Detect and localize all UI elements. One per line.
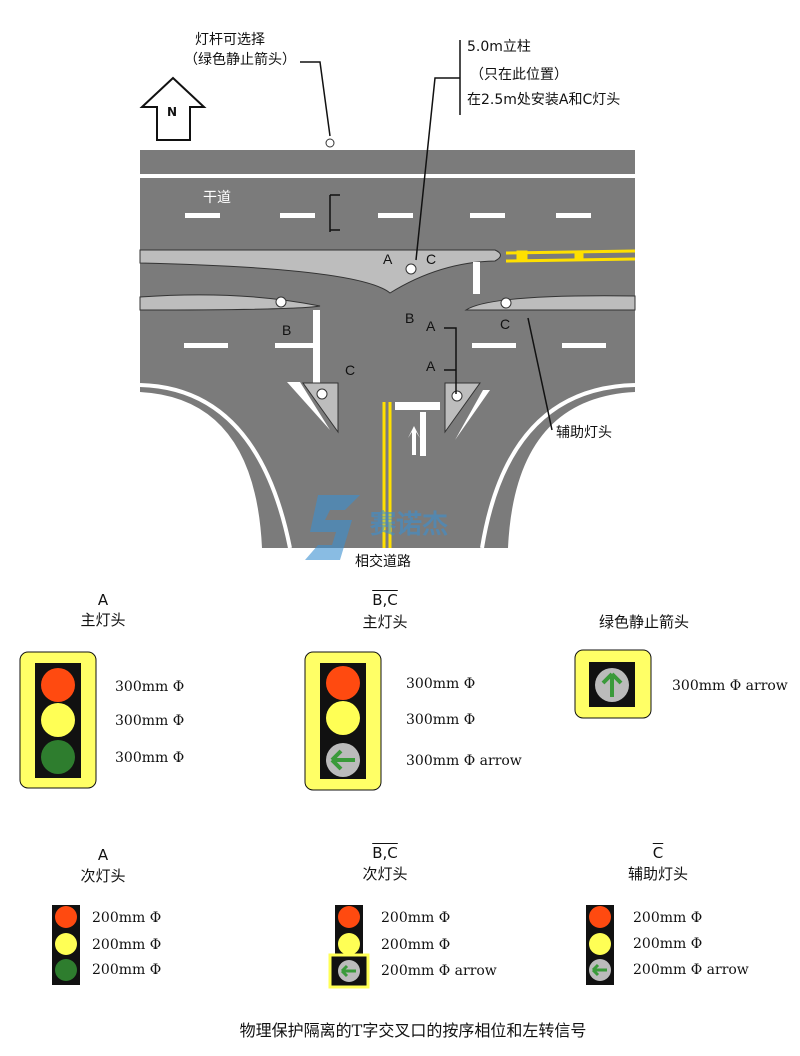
- signal-sec-a: [52, 905, 80, 985]
- red-lamp: [55, 906, 77, 928]
- left-arrow-icon: [340, 964, 356, 978]
- size-label: 200mm Φ: [92, 962, 162, 978]
- size-label: 200mm Φ: [381, 937, 451, 953]
- stop-line-east: [473, 262, 480, 294]
- signal-sec-bc: [328, 905, 370, 989]
- arrow-lamp: [595, 668, 629, 702]
- size-label: 300mm Φ arrow: [406, 753, 522, 769]
- post-label-3: 在2.5m处安装A和C灯头: [467, 92, 621, 108]
- size-label: 300mm Φ: [406, 712, 476, 728]
- size-label: 300mm Φ arrow: [672, 678, 788, 694]
- left-tri-island: [302, 382, 339, 434]
- size-label: 300mm Φ: [406, 676, 476, 692]
- up-arrow-icon: [601, 672, 623, 697]
- edge-curve-right: [480, 383, 636, 549]
- signal-aux-c: [586, 905, 614, 985]
- signal-title: 绿色静止箭头: [598, 613, 690, 631]
- yellow-lamp: [338, 933, 360, 955]
- map-label-a: A: [426, 358, 436, 374]
- red-lamp: [326, 666, 360, 700]
- main-road-label: 干道: [203, 190, 231, 206]
- signal-title: 主灯头: [362, 613, 408, 631]
- signal-title: 主灯头: [80, 611, 126, 629]
- yellow-lamp: [589, 933, 611, 955]
- yellow-lamp: [41, 703, 75, 737]
- signal-code: B,C: [372, 844, 398, 862]
- size-label: 200mm Φ: [92, 910, 162, 926]
- lane-arrow-icon: [408, 426, 420, 455]
- yellow-median-lines: [505, 249, 636, 263]
- signal-main-a: [19, 651, 97, 789]
- lane-dashes: [184, 213, 606, 348]
- stop-line-south: [395, 402, 440, 410]
- lane-divider-mark: [420, 412, 426, 456]
- signal-code: A: [97, 846, 109, 864]
- size-label: 200mm Φ: [381, 910, 451, 926]
- post-label-2: （只在此位置）: [470, 67, 568, 83]
- arrow-lamp: [326, 743, 360, 777]
- north-arrow-icon: [139, 76, 207, 141]
- left-tri-white: [287, 382, 330, 430]
- left-arrow-icon: [591, 963, 607, 977]
- map-label-b: B: [405, 310, 415, 326]
- signal-poles: [275, 138, 512, 402]
- map-label-c: C: [426, 251, 437, 267]
- green-lamp: [41, 740, 75, 774]
- center-yellow-lines: [382, 402, 392, 548]
- size-label: 300mm Φ: [115, 713, 185, 729]
- yellow-lamp: [55, 933, 77, 955]
- left-island: [139, 294, 321, 311]
- signal-code: C: [652, 844, 664, 862]
- watermark-logo-icon: [305, 495, 360, 560]
- size-label: 200mm Φ: [633, 936, 703, 952]
- post-label-1: 5.0m立柱: [467, 39, 531, 55]
- pole-option-sublabel: （绿色静止箭头）: [184, 52, 296, 68]
- map-label-b: B: [282, 322, 292, 338]
- signal-green-arrow: [574, 649, 652, 719]
- map-label-c: C: [500, 316, 511, 332]
- red-lamp: [589, 906, 611, 928]
- size-label: 300mm Φ: [115, 750, 185, 766]
- stop-line-west: [313, 310, 320, 383]
- green-lamp: [55, 959, 77, 981]
- map-label-a: A: [426, 318, 436, 334]
- red-lamp: [41, 668, 75, 702]
- red-lamp: [338, 906, 360, 928]
- arrow-lamp: [338, 960, 360, 982]
- figure-caption: 物理保护隔离的T字交叉口的按序相位和左转信号: [239, 1021, 587, 1040]
- north-label: N: [167, 105, 178, 119]
- median-island: [139, 249, 501, 294]
- leader-lines: [300, 40, 553, 431]
- aux-head-label: 辅助灯头: [556, 425, 612, 441]
- size-label: 200mm Φ: [633, 910, 703, 926]
- size-label: 300mm Φ: [115, 679, 185, 695]
- signal-code: A: [97, 591, 109, 609]
- right-tri-white: [455, 390, 490, 440]
- signal-title: 辅助灯头: [627, 865, 689, 883]
- watermark-text: 赛诺杰: [370, 510, 449, 540]
- edge-curve-left: [139, 383, 292, 549]
- map-label-a: A: [383, 251, 393, 267]
- arrow-lamp: [589, 959, 611, 981]
- size-label: 200mm Φ arrow: [633, 962, 749, 978]
- size-label: 200mm Φ arrow: [381, 963, 497, 979]
- cross-road-label: 相交道路: [355, 554, 411, 570]
- signal-title: 次灯头: [362, 865, 408, 883]
- left-arrow-icon: [330, 749, 355, 771]
- intersection-map: [139, 40, 636, 560]
- size-label: 200mm Φ: [92, 937, 162, 953]
- signal-main-bc: [304, 651, 382, 791]
- signal-title: 次灯头: [80, 867, 126, 885]
- map-label-c: C: [345, 362, 356, 378]
- pole-option-label: 灯杆可选择: [195, 32, 265, 48]
- road-surface: [140, 150, 635, 548]
- signal-code: B,C: [372, 591, 398, 609]
- yellow-lamp: [326, 701, 360, 735]
